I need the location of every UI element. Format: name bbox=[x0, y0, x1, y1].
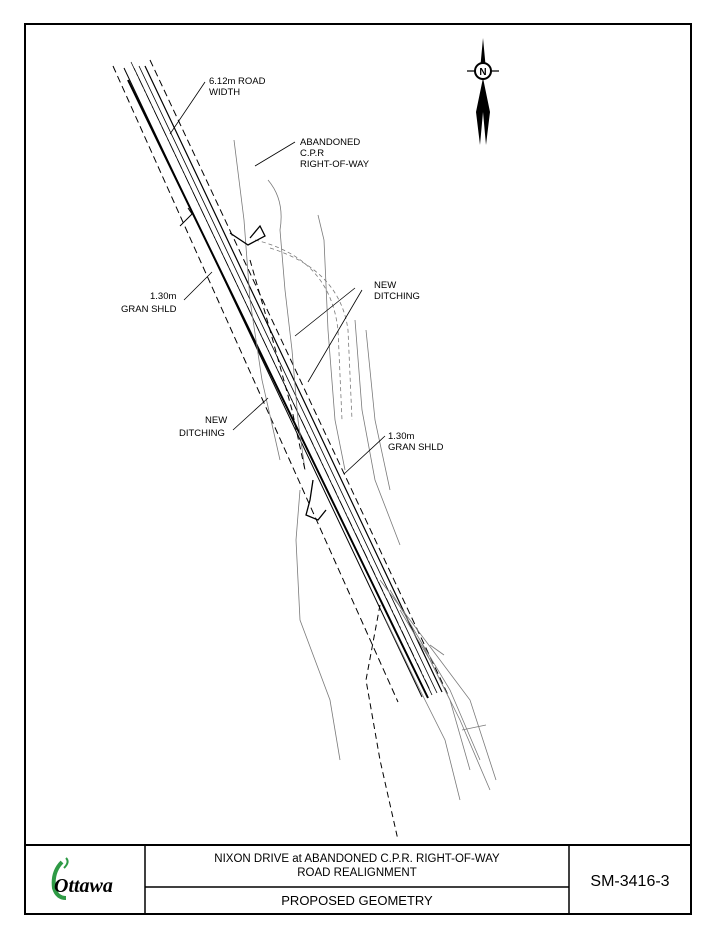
sheet-border bbox=[24, 23, 692, 915]
label-road-width-1: 6.12m ROAD bbox=[209, 76, 266, 87]
north-return bbox=[229, 224, 266, 246]
road-edge-east bbox=[144, 65, 443, 693]
road-edge-heavy bbox=[127, 79, 429, 699]
road-dashdot bbox=[130, 61, 431, 691]
title-block bbox=[25, 844, 691, 914]
cpr-dashed-1 bbox=[249, 259, 306, 471]
west-notch bbox=[179, 207, 193, 227]
leaders bbox=[169, 81, 386, 475]
label-ditching-w-2: DITCHING bbox=[179, 428, 225, 439]
title-line-1: NIXON DRIVE at ABANDONED C.P.R. RIGHT-OF… bbox=[214, 853, 500, 865]
road-centre-2 bbox=[138, 65, 438, 694]
plan-drawing bbox=[112, 59, 497, 841]
row-line-east bbox=[149, 59, 449, 696]
label-abandoned-2: C.P.R bbox=[300, 148, 324, 159]
north-arrow-icon: N bbox=[467, 38, 499, 145]
label-gran-sw-2: GRAN SHLD bbox=[121, 304, 177, 315]
south-return bbox=[305, 479, 327, 521]
title-line-2: ROAD REALIGNMENT bbox=[297, 867, 417, 879]
label-abandoned-1: ABANDONED bbox=[300, 137, 360, 148]
label-ditching-w-1: NEW bbox=[205, 415, 227, 426]
label-gran-e-2: GRAN SHLD bbox=[388, 442, 444, 453]
label-ditching-ne-2: DITCHING bbox=[374, 291, 420, 302]
drawing-labels: 6.12m ROAD WIDTH ABANDONED C.P.R RIGHT-O… bbox=[121, 76, 444, 453]
drawing-number: SM-3416-3 bbox=[590, 873, 669, 890]
label-ditching-ne-1: NEW bbox=[374, 280, 396, 291]
existing-features bbox=[233, 139, 497, 801]
road-edge-west bbox=[123, 67, 423, 698]
ottawa-logo-text: Ottawa bbox=[54, 875, 113, 897]
label-abandoned-3: RIGHT-OF-WAY bbox=[300, 159, 370, 170]
north-letter: N bbox=[479, 67, 486, 78]
label-road-width-2: WIDTH bbox=[209, 87, 240, 98]
label-gran-e-1: 1.30m bbox=[388, 431, 414, 442]
subtitle: PROPOSED GEOMETRY bbox=[281, 893, 433, 908]
label-gran-sw-1: 1.30m bbox=[150, 291, 176, 302]
ottawa-logo: Ottawa bbox=[51, 857, 113, 900]
row-line-west bbox=[112, 65, 399, 703]
